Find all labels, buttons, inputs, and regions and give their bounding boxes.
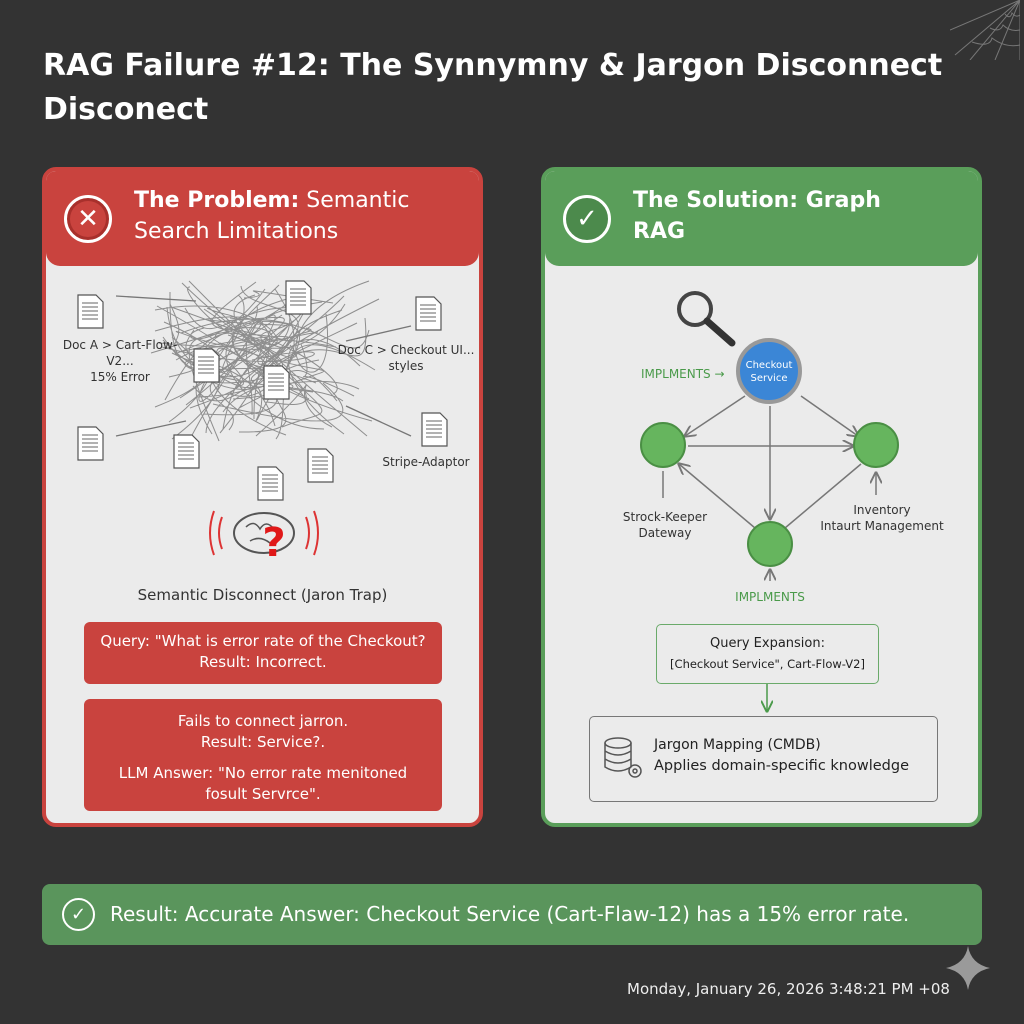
result-text: Result: Incorrect. bbox=[199, 653, 327, 671]
fails-text: Fails to connect jarron. bbox=[177, 712, 349, 730]
knowledge-graph bbox=[640, 291, 899, 581]
confused-brain-icon: ? bbox=[209, 510, 319, 566]
edge bbox=[784, 463, 862, 529]
document-icon bbox=[257, 466, 284, 501]
result-text: Result: Accurate Answer: Checkout Servic… bbox=[110, 902, 910, 926]
arrow bbox=[115, 420, 187, 437]
document-icon bbox=[77, 426, 104, 461]
stripe-adaptor-label: Stripe-Adaptor bbox=[382, 455, 470, 469]
down-arrow-icon bbox=[545, 684, 978, 823]
problem-panel: ✕ The Problem: Semantic Search Limitatio… bbox=[42, 167, 483, 827]
timestamp: Monday, January 26, 2026 3:48:21 PM +08 bbox=[627, 980, 950, 998]
llm-answer-text-2: fosult Servrce". bbox=[205, 785, 321, 803]
query-expansion-box: Query Expansion: [Checkout Service", Car… bbox=[656, 624, 879, 684]
query-expansion-title: Query Expansion: bbox=[710, 636, 825, 651]
query-expansion-value: [Checkout Service", Cart-Flow-V2] bbox=[670, 657, 865, 671]
document-icon bbox=[307, 448, 334, 483]
document-icon bbox=[285, 280, 312, 315]
semantic-disconnect-caption: Semantic Disconnect (Jaron Trap) bbox=[137, 586, 388, 604]
svg-text:?: ? bbox=[262, 520, 285, 566]
jargon-mapping-box: Jargon Mapping (CMDB) Applies domain-spe… bbox=[589, 716, 938, 802]
document-icon bbox=[421, 412, 448, 447]
doc-c-label: Doc C > Checkout UI...styles bbox=[337, 343, 475, 373]
query-text: Query: "What is error rate of the Checko… bbox=[100, 632, 426, 650]
solution-title: The Solution: Graph RAG bbox=[633, 188, 881, 244]
tangled-search-diagram bbox=[77, 280, 448, 501]
problem-title-rest: Semantic Search Limitations bbox=[134, 188, 410, 244]
query-result-box: Query: "What is error rate of the Checko… bbox=[84, 622, 442, 684]
document-icon bbox=[415, 296, 442, 331]
document-icon bbox=[263, 365, 290, 400]
arrow bbox=[345, 325, 412, 342]
jargon-title: Jargon Mapping (CMDB) bbox=[654, 737, 821, 753]
check-circle-icon: ✓ bbox=[62, 898, 95, 931]
problem-header: ✕ The Problem: Semantic Search Limitatio… bbox=[46, 171, 479, 266]
service-result-text: Result: Service?. bbox=[200, 733, 326, 751]
stock-keeper-node bbox=[640, 422, 686, 468]
checkout-service-node bbox=[736, 338, 802, 404]
llm-answer-text: LLM Answer: "No error rate menitoned bbox=[118, 764, 408, 782]
implements-bottom-label: IMPLMENTS bbox=[735, 590, 805, 604]
edge bbox=[679, 464, 756, 529]
implements-top-label: IMPLMENTS → bbox=[641, 367, 725, 381]
sparkle-icon bbox=[946, 946, 990, 990]
check-icon: ✓ bbox=[563, 195, 611, 243]
document-icon bbox=[193, 348, 220, 383]
result-banner: ✓ Result: Accurate Answer: Checkout Serv… bbox=[42, 884, 982, 945]
arrow bbox=[345, 405, 412, 437]
problem-title-bold: The Problem: bbox=[134, 188, 300, 213]
solution-header: ✓ The Solution: Graph RAG bbox=[545, 171, 978, 266]
inventory-node bbox=[853, 422, 899, 468]
doc-a-label: Doc A > Cart-Flow-V2...15% Error bbox=[62, 338, 178, 384]
arrow bbox=[115, 295, 197, 302]
edge bbox=[800, 395, 858, 436]
edge bbox=[685, 395, 746, 436]
problem-title: The Problem: Semantic Search Limitations bbox=[134, 185, 469, 247]
magnifier-icon bbox=[677, 291, 736, 347]
document-icon bbox=[173, 434, 200, 469]
document-icon bbox=[77, 294, 104, 329]
page-title: RAG Failure #12: The Synnymny & Jargon D… bbox=[43, 48, 943, 127]
spiderweb-icon bbox=[950, 0, 1020, 60]
database-gear-icon bbox=[604, 737, 642, 778]
x-icon: ✕ bbox=[64, 195, 112, 243]
llm-answer-box: Fails to connect jarron. Result: Service… bbox=[84, 699, 442, 811]
implements-node bbox=[747, 521, 793, 567]
jargon-desc: Applies domain-specific knowledge bbox=[654, 758, 909, 774]
